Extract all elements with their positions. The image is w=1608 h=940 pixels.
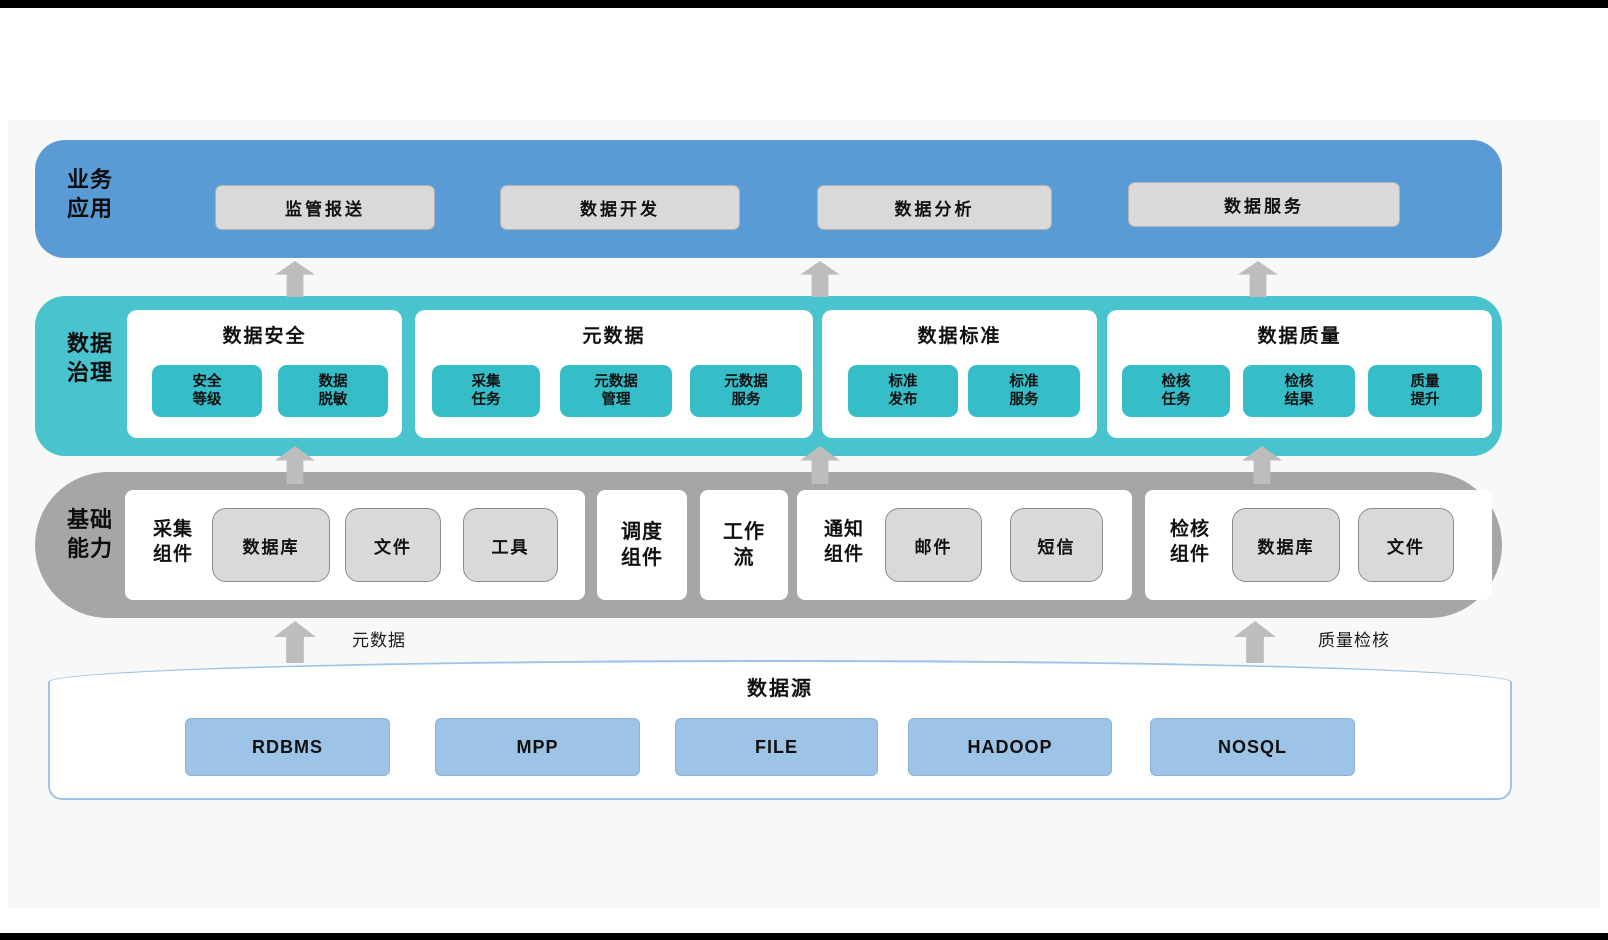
group-title: 通知 组件 bbox=[823, 519, 864, 565]
group-data-quality: 数据质量 检核 任务 检核 结果 质量 提升 bbox=[1107, 310, 1492, 438]
foundation-item-sms: 短信 bbox=[1010, 508, 1103, 582]
group-notification-components: 通知 组件 邮件 短信 bbox=[797, 490, 1132, 600]
group-workflow: 工作 流 bbox=[700, 490, 788, 600]
governance-item-standard-service: 标准 服务 bbox=[968, 365, 1080, 417]
governance-item-quality-improve: 质量 提升 bbox=[1368, 365, 1482, 417]
governance-item-standard-publish: 标准 发布 bbox=[848, 365, 958, 417]
foundation-item-file: 文件 bbox=[345, 508, 441, 582]
group-title: 采集 组件 bbox=[152, 519, 193, 565]
foundation-layer-label: 基础 能力 bbox=[66, 507, 113, 561]
group-title: 调度 组件 bbox=[621, 521, 663, 569]
group-check-components: 检核 组件 数据库 文件 bbox=[1145, 490, 1492, 600]
business-item-data-service: 数据服务 bbox=[1128, 182, 1400, 227]
group-title: 元数据 bbox=[582, 326, 646, 347]
governance-item-data-masking: 数据 脱敏 bbox=[278, 365, 388, 417]
letterbox-top bbox=[0, 0, 1608, 8]
foundation-item-email: 邮件 bbox=[885, 508, 982, 582]
group-metadata: 元数据 采集 任务 元数据 管理 元数据 服务 bbox=[415, 310, 813, 438]
datasource-item-nosql: NOSQL bbox=[1150, 718, 1355, 776]
foundation-item-tool: 工具 bbox=[463, 508, 558, 582]
business-item-data-analysis: 数据分析 bbox=[817, 185, 1052, 230]
datasource-item-mpp: MPP bbox=[435, 718, 640, 776]
metadata-flow-label: 元数据 bbox=[352, 631, 406, 650]
foundation-item-file: 文件 bbox=[1358, 508, 1454, 582]
letterbox-bottom bbox=[0, 933, 1608, 940]
governance-item-check-result: 检核 结果 bbox=[1243, 365, 1355, 417]
group-scheduling-component: 调度 组件 bbox=[597, 490, 687, 600]
foundation-item-database: 数据库 bbox=[212, 508, 330, 582]
group-data-standard: 数据标准 标准 发布 标准 服务 bbox=[822, 310, 1097, 438]
governance-item-check-task: 检核 任务 bbox=[1122, 365, 1230, 417]
business-layer-label: 业务 应用 bbox=[66, 167, 113, 221]
datasource-item-hadoop: HADOOP bbox=[908, 718, 1112, 776]
group-title: 数据质量 bbox=[1257, 326, 1342, 347]
datasource-item-file: FILE bbox=[675, 718, 878, 776]
governance-layer-label: 数据 治理 bbox=[66, 331, 113, 385]
group-title: 工作 流 bbox=[723, 521, 765, 569]
foundation-item-database: 数据库 bbox=[1232, 508, 1340, 582]
business-item-data-development: 数据开发 bbox=[500, 185, 740, 230]
business-item-regulatory-reporting: 监管报送 bbox=[215, 185, 435, 230]
governance-item-collection-task: 采集 任务 bbox=[432, 365, 540, 417]
datasource-item-rdbms: RDBMS bbox=[185, 718, 390, 776]
governance-item-security-level: 安全 等级 bbox=[152, 365, 262, 417]
group-title: 检核 组件 bbox=[1169, 519, 1210, 565]
governance-item-metadata-management: 元数据 管理 bbox=[560, 365, 672, 417]
group-collection-components: 采集 组件 数据库 文件 工具 bbox=[125, 490, 585, 600]
group-title: 数据安全 bbox=[222, 326, 307, 347]
quality-flow-label: 质量检核 bbox=[1318, 631, 1390, 650]
datasource-title: 数据源 bbox=[747, 678, 813, 700]
governance-item-metadata-service: 元数据 服务 bbox=[690, 365, 802, 417]
group-title: 数据标准 bbox=[917, 326, 1002, 347]
group-data-security: 数据安全 安全 等级 数据 脱敏 bbox=[127, 310, 402, 438]
